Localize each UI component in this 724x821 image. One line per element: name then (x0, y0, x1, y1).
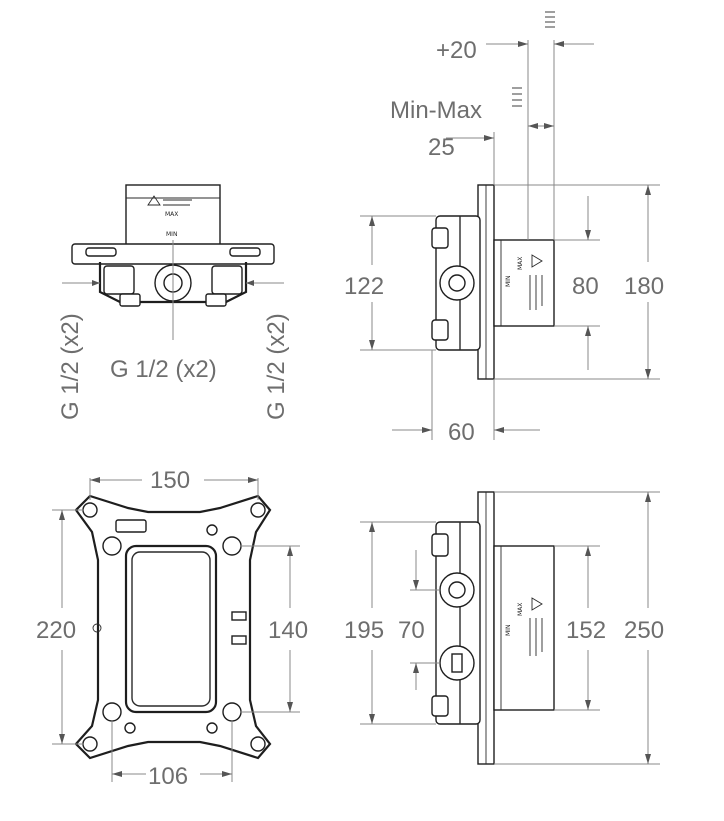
dim-plus20: +20 (436, 37, 477, 64)
dim-180: 180 (624, 273, 664, 300)
thread-center-label: G 1/2 (x2) (110, 356, 217, 383)
dim-70: 70 (398, 617, 425, 644)
box-warning-label (147, 195, 192, 206)
dim-220: 220 (36, 617, 76, 644)
front-view (52, 477, 300, 782)
wall-hatch (512, 11, 555, 107)
dim-60: 60 (448, 419, 475, 446)
top-view-max-label: MAX (165, 211, 178, 218)
side-box-warning-label (529, 254, 543, 310)
dim-122: 122 (344, 273, 384, 300)
lower-max-label: MAX (517, 603, 524, 616)
dim-min-max: Min-Max (390, 97, 482, 124)
side-view-min-label: MIN (505, 276, 512, 287)
lower-min-label: MIN (505, 625, 512, 636)
side-view-max-label: MAX (517, 257, 524, 270)
thread-right-label: G 1/2 (x2) (263, 313, 290, 420)
dim-195: 195 (344, 617, 384, 644)
side-view-upper: MAX MIN (360, 11, 660, 440)
dim-25: 25 (428, 134, 455, 161)
dim-140: 140 (268, 617, 308, 644)
dim-80: 80 (572, 273, 599, 300)
top-view: MAX MIN (62, 184, 284, 340)
top-view-min-label: MIN (166, 231, 177, 238)
dim-150: 150 (150, 467, 190, 494)
side-view-lower: MAX MIN (360, 491, 660, 765)
side-lower-warning-label (529, 597, 543, 656)
thread-left-label: G 1/2 (x2) (57, 313, 84, 420)
dim-250: 250 (624, 617, 664, 644)
dim-152: 152 (566, 617, 606, 644)
dim-106: 106 (148, 763, 188, 790)
